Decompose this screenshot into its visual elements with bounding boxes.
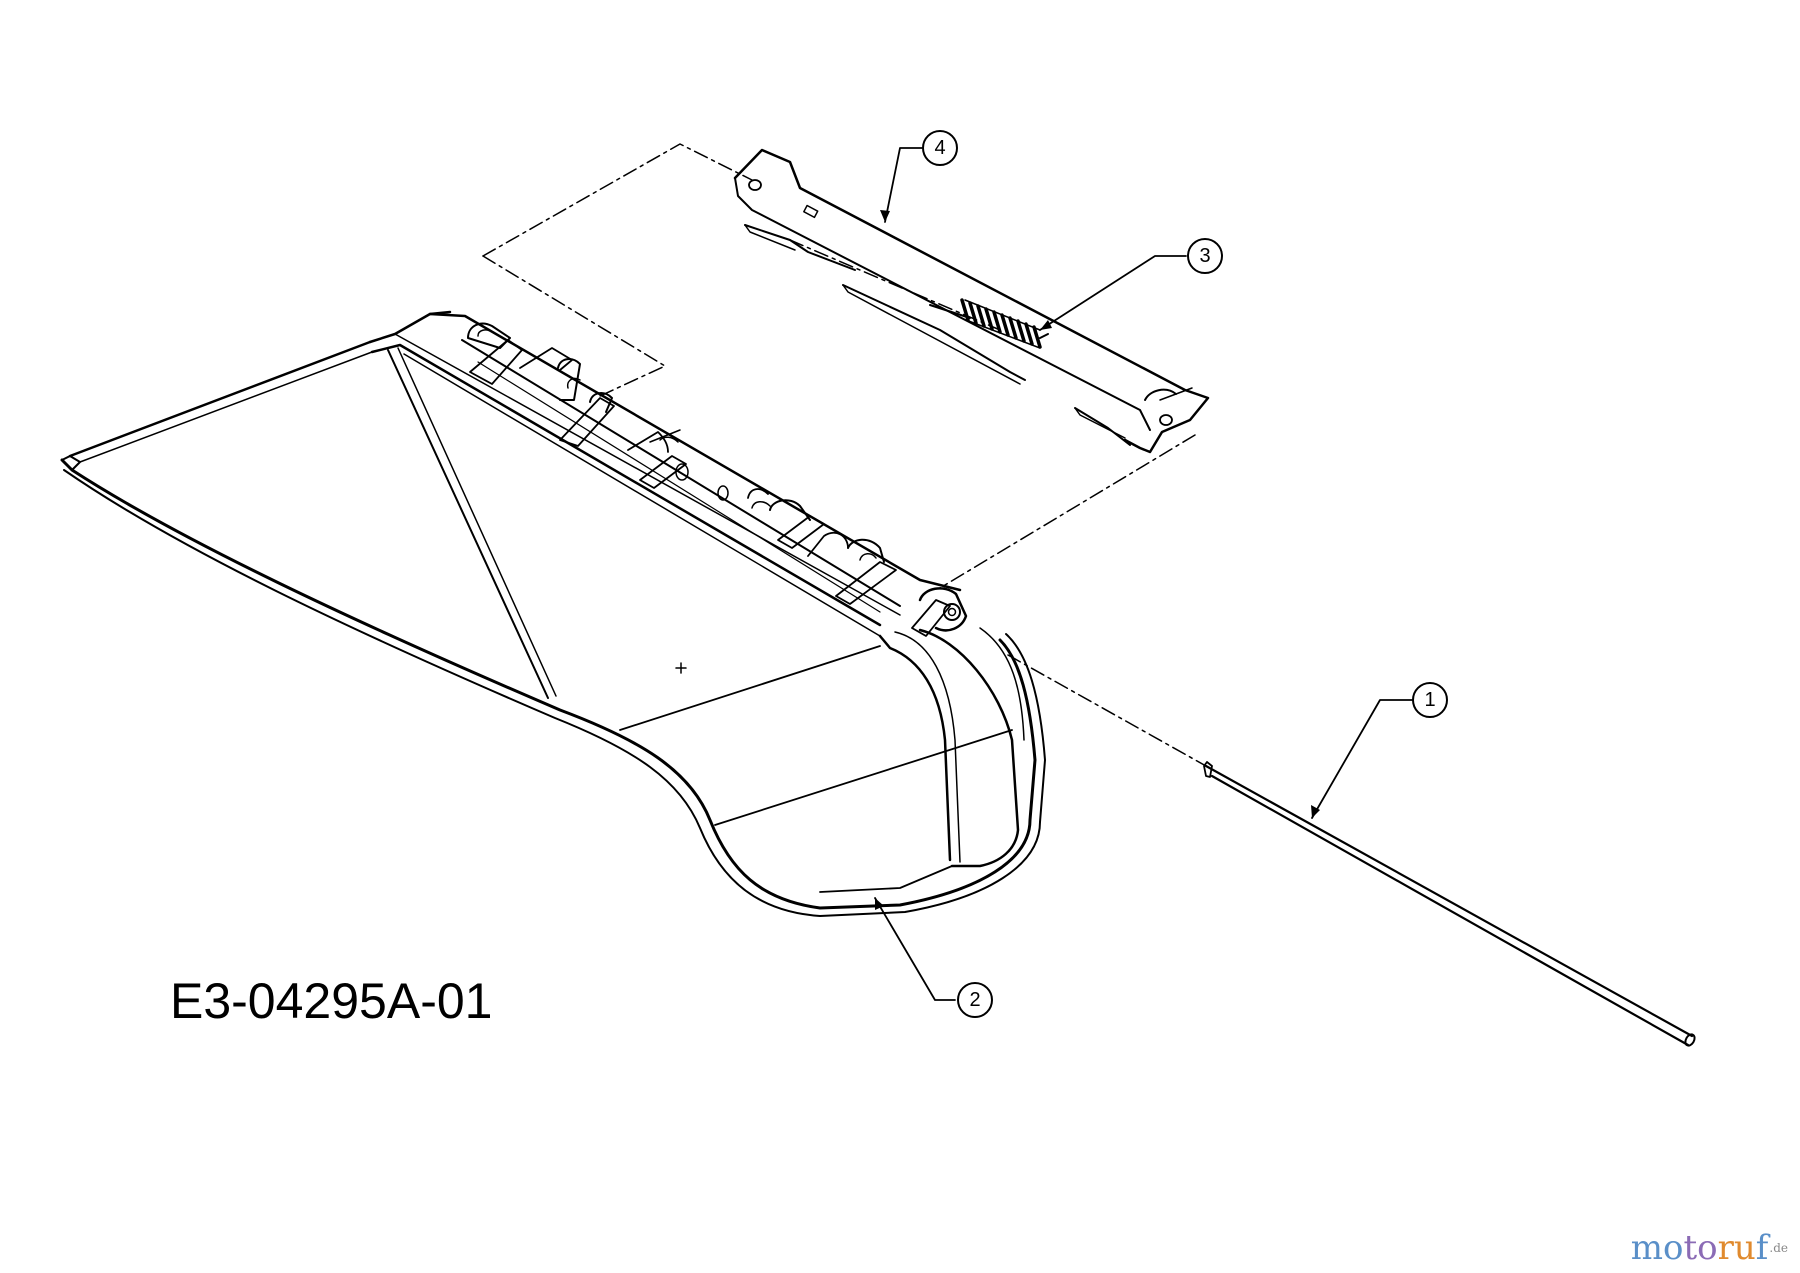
part-1-rod xyxy=(1203,761,1696,1047)
callout-number: 3 xyxy=(1199,245,1210,267)
callout-circle xyxy=(957,982,993,1018)
motoruf-watermark-logo: motoruf.de xyxy=(1631,1228,1788,1268)
callout-circle xyxy=(1187,238,1223,274)
watermark-part: to xyxy=(1683,1228,1718,1268)
part-2-catcher-flap xyxy=(60,310,1046,917)
leader-lines xyxy=(874,147,1414,1001)
watermark-part: ru xyxy=(1717,1228,1756,1268)
drawing-code: E3-04295A-01 xyxy=(170,973,493,1029)
callout-2: 2 xyxy=(957,982,993,1018)
callout-number: 2 xyxy=(969,989,980,1011)
part-3-spring xyxy=(929,298,1049,349)
callout-3: 3 xyxy=(1187,238,1223,274)
part-4-bracket xyxy=(733,148,1210,454)
callout-number: 4 xyxy=(934,137,945,159)
callout-circle xyxy=(1412,682,1448,718)
callout-number: 1 xyxy=(1424,689,1435,711)
assembly-lines xyxy=(482,143,1207,767)
callout-4: 4 xyxy=(922,130,958,166)
callout-circle xyxy=(922,130,958,166)
watermark-part: mo xyxy=(1630,1228,1684,1268)
callout-1: 1 xyxy=(1412,682,1448,718)
leader-arrowheads xyxy=(875,210,1320,910)
watermark-part: f xyxy=(1755,1228,1769,1268)
watermark-suffix: .de xyxy=(1769,1241,1788,1255)
